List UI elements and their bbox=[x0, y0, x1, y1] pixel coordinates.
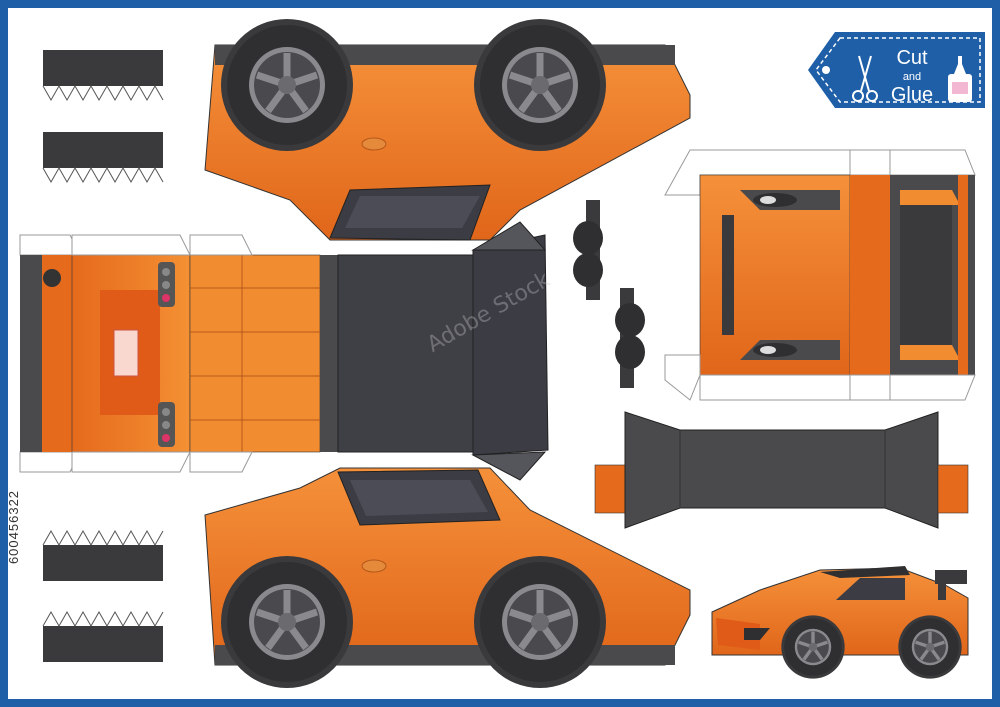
glue-bottle-icon bbox=[948, 56, 972, 102]
tire-strip-bottom-1 bbox=[42, 529, 164, 581]
tire-strip-top-2 bbox=[42, 132, 164, 184]
badge-cut-label: Cut bbox=[896, 47, 928, 69]
assembled-car bbox=[711, 566, 969, 681]
car-side-bottom bbox=[204, 467, 691, 688]
mirror-pieces bbox=[573, 200, 645, 388]
car-body-net bbox=[19, 221, 549, 481]
car-top-net bbox=[664, 149, 976, 401]
underside-strip bbox=[594, 411, 969, 529]
badge-and-label: and bbox=[903, 71, 921, 83]
badge-glue-label: Glue bbox=[891, 84, 933, 106]
tire-strip-top-1 bbox=[42, 50, 164, 102]
tire-strip-bottom-2 bbox=[42, 610, 164, 662]
car-side-top bbox=[204, 19, 691, 241]
stock-id: 600456322 bbox=[6, 489, 21, 565]
scissors-icon bbox=[852, 55, 878, 102]
cut-and-glue-badge bbox=[808, 32, 985, 108]
